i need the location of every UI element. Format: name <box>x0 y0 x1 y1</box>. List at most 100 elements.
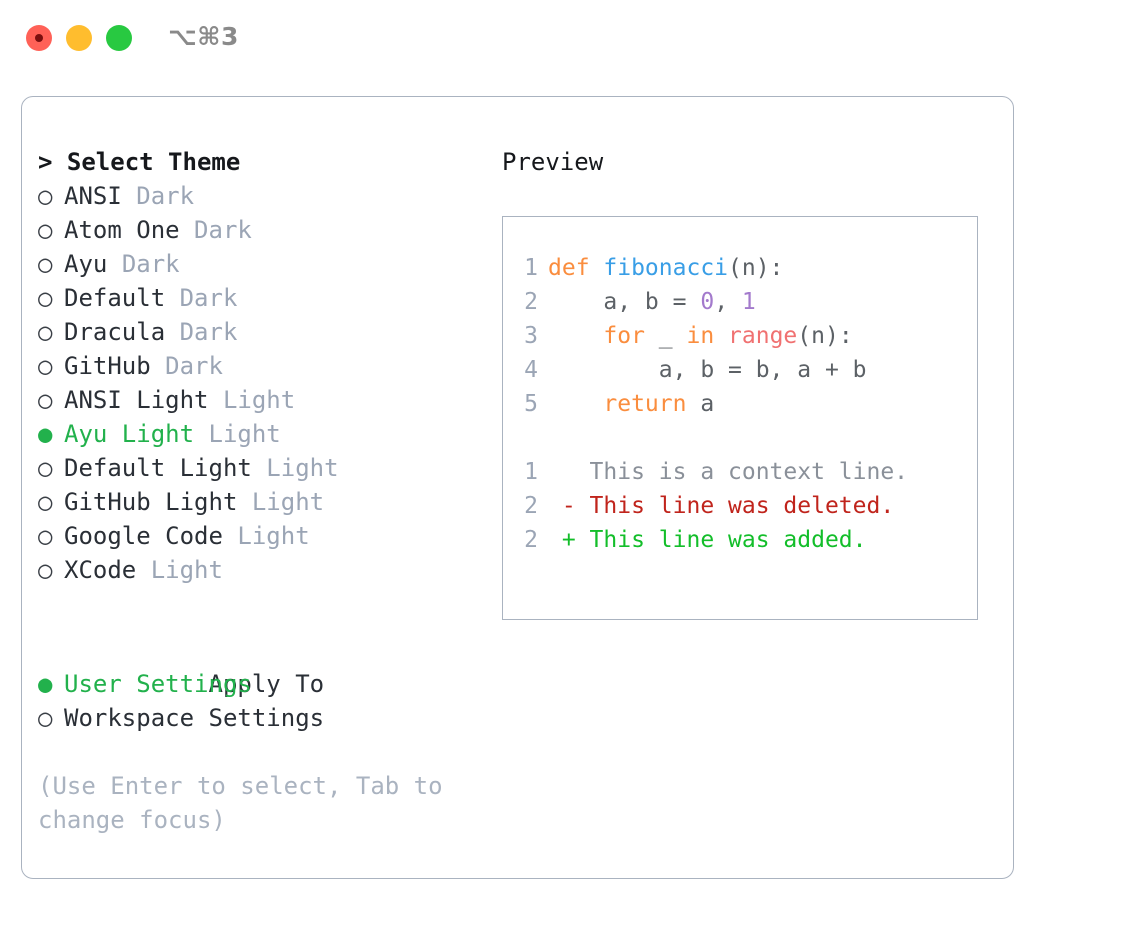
theme-list-item[interactable]: ○ Dracula Dark <box>38 315 478 349</box>
radio-unselected-icon[interactable]: ○ <box>38 352 53 380</box>
theme-list-item[interactable]: ○ Ayu Dark <box>38 247 478 281</box>
theme-name: XCode <box>64 556 137 584</box>
code-token-txt: _ <box>644 323 687 349</box>
diff-line: 2 + This line was added. <box>503 523 977 557</box>
theme-list-item[interactable]: ● Ayu Light Light <box>38 417 478 451</box>
code-line-number: 5 <box>524 391 538 417</box>
code-token-txt: , <box>714 289 742 315</box>
code-token-txt: a, b = <box>548 289 701 315</box>
theme-variant-badge: Light <box>150 556 223 584</box>
radio-unselected-icon[interactable]: ○ <box>38 488 53 516</box>
apply-to-label: Workspace Settings <box>64 704 325 732</box>
code-diff-separator <box>503 421 977 455</box>
code-token-txt <box>714 323 728 349</box>
code-token-kw: return <box>603 391 687 417</box>
content-panel: > Select Theme ○ANSI Dark○Atom One Dark○… <box>21 96 1014 879</box>
hint-spacer <box>38 735 478 769</box>
code-token-kw: in <box>686 323 715 349</box>
theme-name: Atom One <box>64 216 180 244</box>
theme-list-item[interactable]: ○GitHub Light Light <box>38 485 478 519</box>
diff-line: 1 This is a context line. <box>503 455 977 489</box>
radio-unselected-icon[interactable]: ○ <box>38 522 53 550</box>
theme-name: Dracula <box>64 318 166 346</box>
code-token-kw: for <box>603 323 645 349</box>
code-line-number: 4 <box>524 357 538 383</box>
theme-variant-badge: Light <box>251 488 325 516</box>
theme-variant-badge: Dark <box>121 250 180 278</box>
theme-name-variant-gap <box>107 250 121 278</box>
theme-variant-badge: Dark <box>179 284 238 312</box>
theme-variant-badge: Light <box>222 386 296 414</box>
title-bar: ⌥⌘3 <box>0 0 1140 78</box>
theme-variant-badge: Light <box>266 454 339 482</box>
apply-to-header: Apply To <box>38 633 478 698</box>
diff-sample: 1 This is a context line.2 - This line w… <box>503 455 977 557</box>
theme-list-item[interactable]: ○ANSI Light Light <box>38 383 478 417</box>
radio-selected-icon[interactable]: ● <box>38 420 53 448</box>
apply-to-header-label: Apply To <box>208 670 325 698</box>
maximize-window-icon[interactable] <box>106 25 132 51</box>
theme-variant-badge: Light <box>208 420 281 448</box>
theme-variant-badge: Dark <box>165 352 223 380</box>
theme-name-variant-gap <box>223 522 237 550</box>
radio-unselected-icon[interactable]: ○ <box>38 216 53 244</box>
radio-unselected-icon[interactable]: ○ <box>38 704 53 732</box>
radio-unselected-icon[interactable]: ○ <box>38 318 53 346</box>
theme-variant-badge: Dark <box>179 318 238 346</box>
code-token-num: 0 <box>700 289 715 315</box>
theme-name-variant-gap <box>165 318 179 346</box>
code-line-number: 2 <box>524 289 538 315</box>
code-token-bi: range <box>728 323 798 349</box>
traffic-lights <box>26 25 132 51</box>
diff-line-text-add: + This line was added. <box>548 527 867 553</box>
minimize-window-icon[interactable] <box>66 25 92 51</box>
theme-list-item[interactable]: ○ XCode Light <box>38 553 478 587</box>
theme-list: ○ANSI Dark○Atom One Dark○Ayu Dark○Defaul… <box>38 179 478 587</box>
radio-selected-icon[interactable]: ● <box>38 670 53 698</box>
radio-unselected-icon[interactable]: ○ <box>38 284 53 312</box>
diff-line: 2 - This line was deleted. <box>503 489 977 523</box>
radio-unselected-icon[interactable]: ○ <box>38 250 53 278</box>
theme-list-item[interactable]: ○GitHub Dark <box>38 349 478 383</box>
radio-unselected-icon[interactable]: ○ <box>38 182 53 210</box>
radio-unselected-icon[interactable]: ○ <box>38 386 53 414</box>
apply-to-list: ● User Settings ○ Workspace Settings <box>38 667 478 735</box>
theme-list-item[interactable]: ○Google Code Light <box>38 519 478 553</box>
close-window-icon[interactable] <box>26 25 52 51</box>
code-line: 3 for _ in range(n): <box>503 319 977 353</box>
apply-to-item[interactable]: ○ Workspace Settings <box>38 701 478 735</box>
diff-line-text-ctx: This is a context line. <box>548 459 909 485</box>
theme-name: ANSI <box>64 182 122 210</box>
apply-to-item[interactable]: ● User Settings <box>38 667 478 701</box>
theme-name-variant-gap <box>252 454 266 482</box>
code-line-number: 3 <box>524 323 538 349</box>
theme-list-item[interactable]: ○Default Dark <box>38 281 478 315</box>
diff-line-number: 1 <box>524 459 538 485</box>
preview-title: Preview <box>502 148 604 176</box>
theme-list-item[interactable]: ○Default Light Light <box>38 451 478 485</box>
theme-name: Ayu <box>64 250 108 278</box>
code-token-fn: fibonacci <box>603 255 729 281</box>
code-line-number: 1 <box>524 255 538 281</box>
apply-to-label: User Settings <box>64 670 252 698</box>
theme-variant-badge: Dark <box>136 182 195 210</box>
section-spacer <box>38 587 478 633</box>
theme-selection-column: > Select Theme ○ANSI Dark○Atom One Dark○… <box>38 145 478 837</box>
code-token-txt <box>548 323 603 349</box>
code-line: 5 return a <box>503 387 977 421</box>
theme-list-item[interactable]: ○ Atom One Dark <box>38 213 478 247</box>
radio-unselected-icon[interactable]: ○ <box>38 556 53 584</box>
theme-variant-badge: Dark <box>194 216 252 244</box>
theme-list-item[interactable]: ○ ANSI Dark <box>38 179 478 213</box>
code-token-punc: (n): <box>728 255 784 281</box>
diff-line-text-del: - This line was deleted. <box>548 493 895 519</box>
radio-unselected-icon[interactable]: ○ <box>38 454 53 482</box>
theme-variant-badge: Light <box>237 522 310 550</box>
theme-name-variant-gap <box>194 420 208 448</box>
diff-line-number: 2 <box>524 527 538 553</box>
code-token-txt: a <box>686 391 715 417</box>
theme-name: Ayu Light <box>64 420 195 448</box>
